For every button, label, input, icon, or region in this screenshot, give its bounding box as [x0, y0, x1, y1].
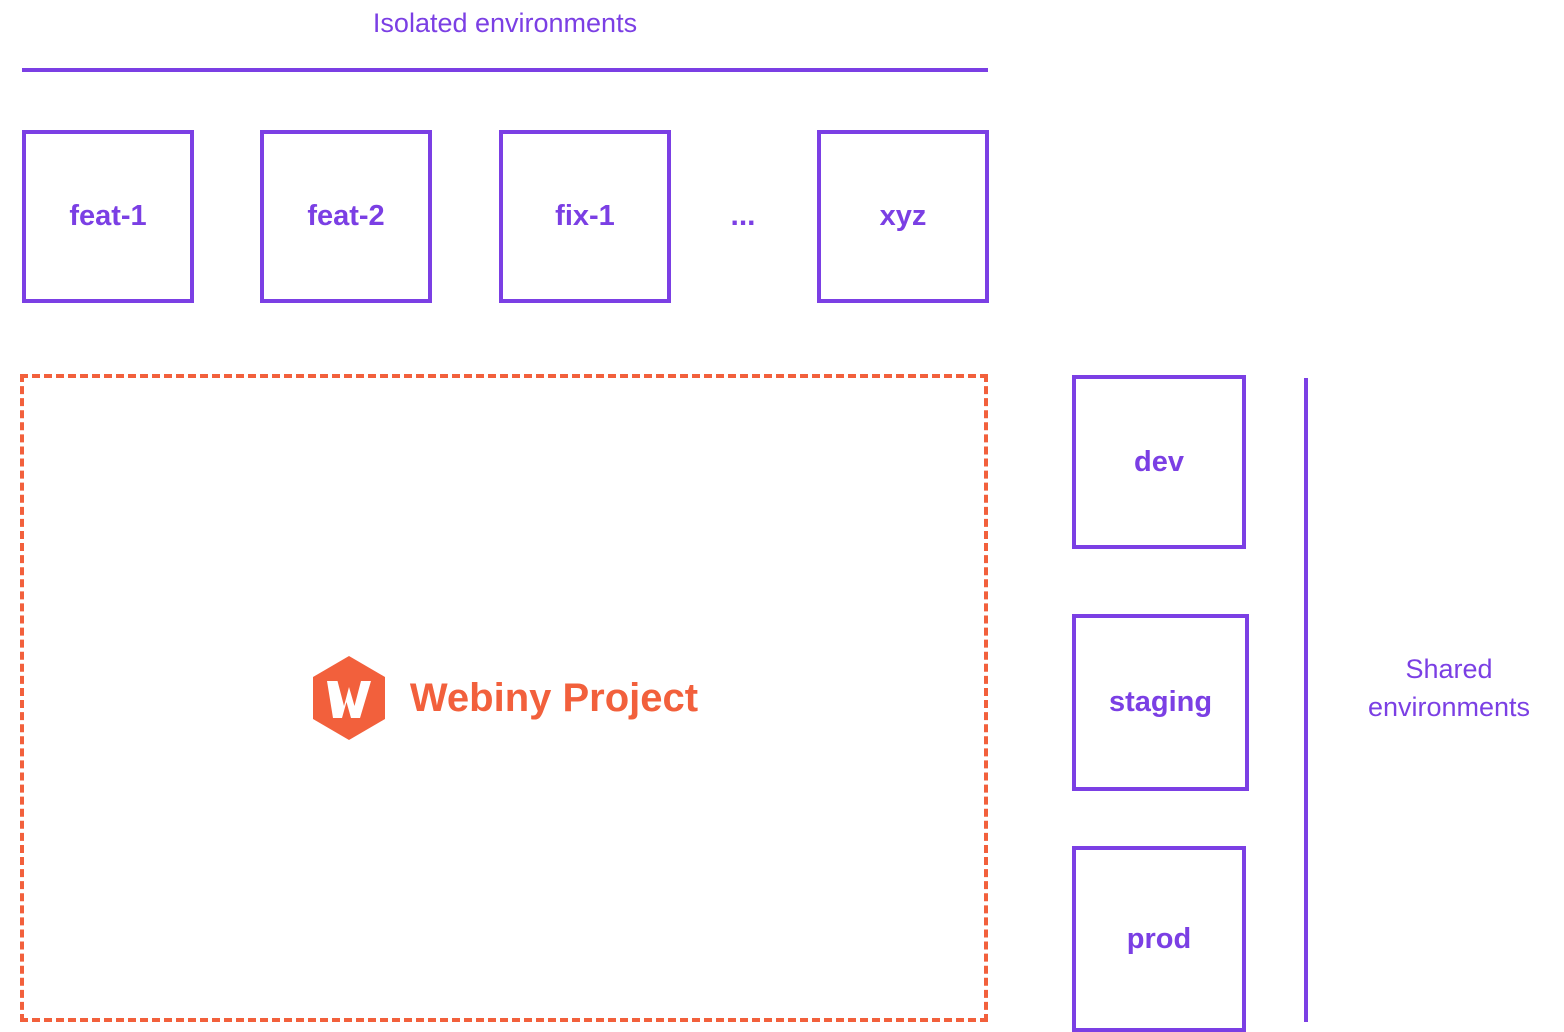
shared-caption-line-2: environments: [1367, 692, 1531, 722]
isolated-env-box-fix-1[interactable]: fix-1: [499, 130, 671, 303]
shared-env-label: prod: [1126, 922, 1192, 955]
webiny-hexagon-logo-icon: [312, 656, 385, 740]
shared-env-label: staging: [1108, 686, 1213, 718]
isolated-env-ellipsis: ...: [730, 199, 756, 232]
isolated-env-box-feat-1[interactable]: feat-1: [22, 130, 194, 303]
isolated-env-label: feat-1: [69, 200, 147, 232]
isolated-env-label: feat-2: [307, 200, 385, 232]
shared-env-box-dev[interactable]: dev: [1072, 375, 1246, 549]
shared-env-box-staging[interactable]: staging: [1072, 614, 1249, 791]
webiny-project-name: Webiny Project: [409, 676, 699, 720]
shared-caption-line-1: Shared: [1405, 654, 1493, 684]
isolated-env-box-xyz[interactable]: xyz: [817, 130, 989, 303]
shared-environments-divider: [1304, 378, 1308, 1022]
shared-env-label: dev: [1134, 445, 1184, 478]
shared-environments-caption: Shared environments: [1334, 650, 1564, 726]
isolated-env-label: fix-1: [555, 200, 615, 232]
isolated-env-box-feat-2[interactable]: feat-2: [260, 130, 432, 303]
isolated-environments-divider: [22, 68, 988, 72]
isolated-env-label: xyz: [879, 200, 927, 232]
isolated-environments-heading: Isolated environments: [372, 8, 638, 38]
shared-env-box-prod[interactable]: prod: [1072, 846, 1246, 1032]
webiny-project-container: Webiny Project: [20, 374, 988, 1022]
webiny-project-brand: Webiny Project: [24, 378, 984, 1018]
